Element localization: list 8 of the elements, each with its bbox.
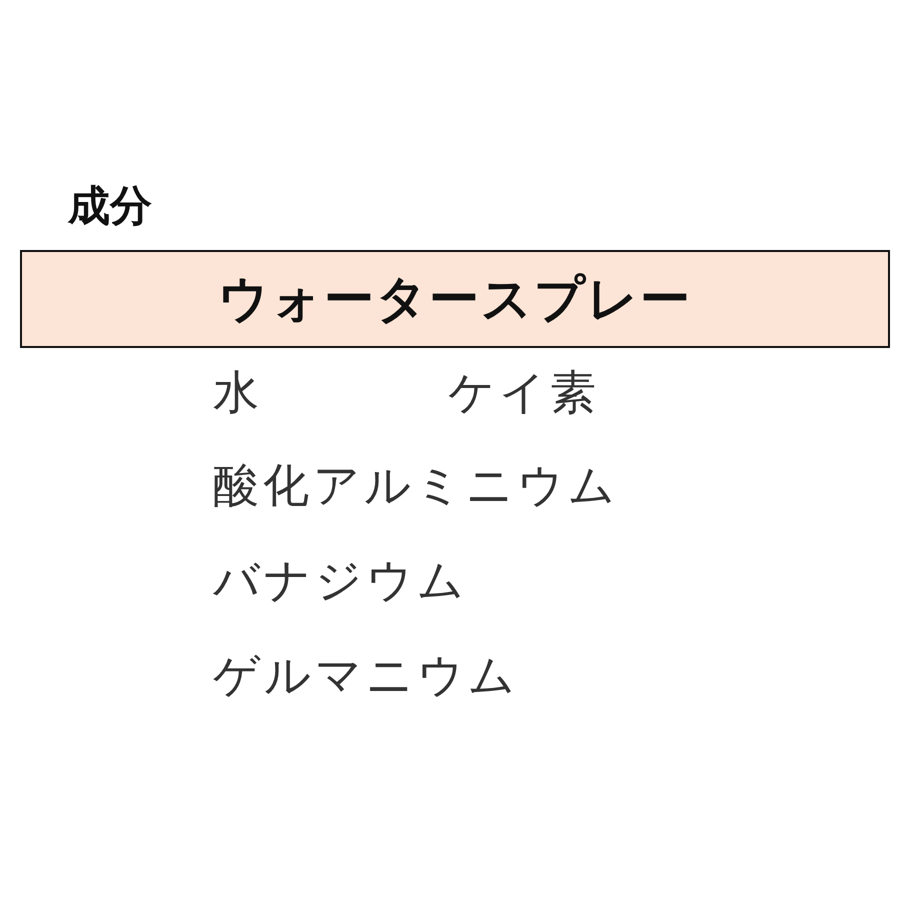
ingredient-name: ゲルマニウム: [213, 647, 519, 704]
ingredient-name: 酸化アルミニウム: [213, 457, 619, 514]
ingredient-name: バナジウム: [213, 552, 468, 609]
ingredient-name: ケイ素: [448, 364, 600, 421]
ingredient-name: 水: [213, 364, 263, 421]
title-banner: [20, 250, 890, 348]
section-heading: 成分: [68, 180, 152, 232]
banner-text: ウォータースプレー: [218, 268, 692, 330]
